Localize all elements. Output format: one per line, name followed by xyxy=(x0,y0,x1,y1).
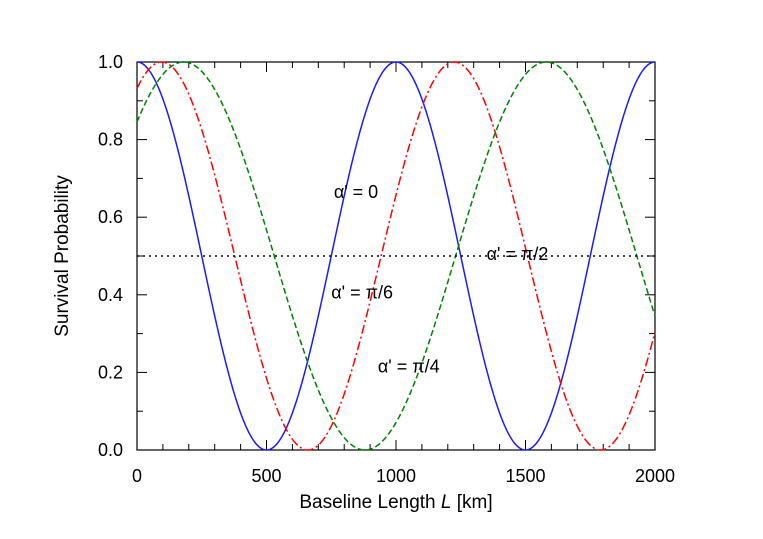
y-tick-label: 0.6 xyxy=(98,207,123,227)
y-tick-label: 0.2 xyxy=(98,362,123,382)
x-tick-label: 2000 xyxy=(635,466,675,486)
x-axis-title-unit: [km] xyxy=(457,492,493,513)
tick-labels: 0 500 1000 1500 2000 0.0 0.2 0.4 0.6 0.8 1.0 xyxy=(98,52,675,486)
x-tick-label: 500 xyxy=(251,466,281,486)
x-tick-label: 0 xyxy=(132,466,142,486)
series-annotation: α' = 0 xyxy=(334,182,378,202)
x-tick-label: 1500 xyxy=(505,466,545,486)
y-tick-label: 1.0 xyxy=(98,52,123,72)
y-tick-label: 0.4 xyxy=(98,285,123,305)
series-annotation: α' = π/4 xyxy=(378,356,440,376)
series-line xyxy=(136,61,656,451)
x-axis-title-var: L xyxy=(441,492,452,513)
series-annotation: α' = π/2 xyxy=(487,244,549,264)
x-axis-title-text: Baseline Length xyxy=(299,492,435,513)
series-line xyxy=(136,61,656,451)
annotations: α' = 0 α' = π/6 α' = π/4 α' = π/2 xyxy=(331,182,548,377)
x-axis-title: Baseline Length L [km] xyxy=(299,492,492,513)
series-group xyxy=(136,61,656,451)
y-tick-label: 0.0 xyxy=(98,440,123,460)
series-line xyxy=(136,61,656,451)
y-axis-title: Survival Probability xyxy=(52,175,73,337)
y-tick-label: 0.8 xyxy=(98,130,123,150)
x-tick-label: 1000 xyxy=(376,466,416,486)
axis-ticks xyxy=(136,61,656,451)
series-annotation: α' = π/6 xyxy=(331,283,393,303)
